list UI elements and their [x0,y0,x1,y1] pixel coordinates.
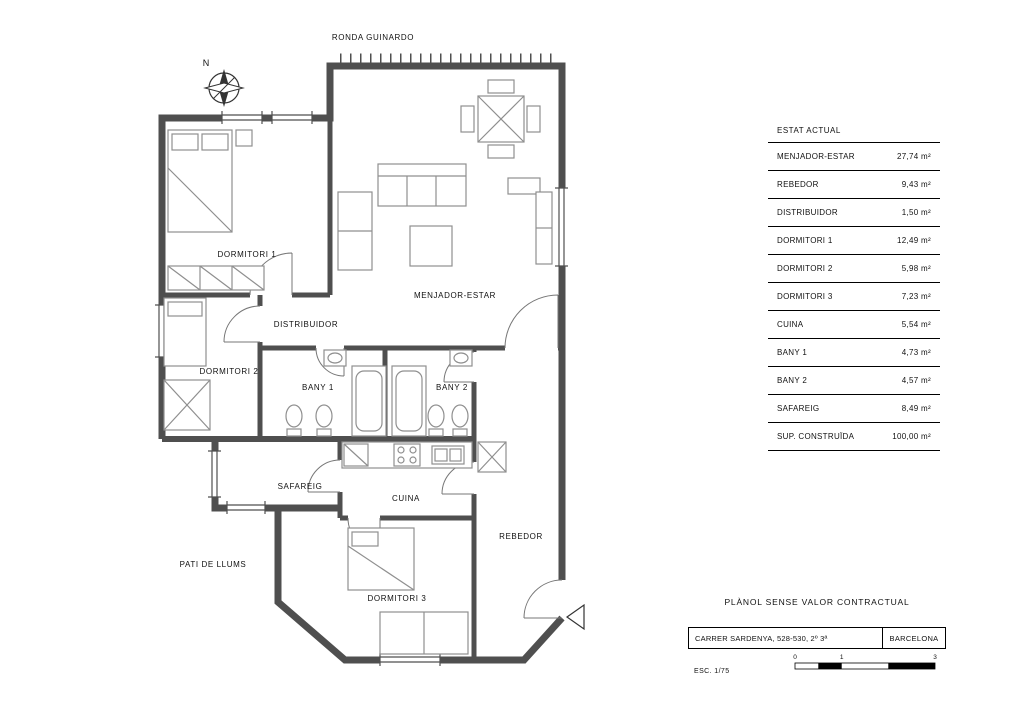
scale-tick-0: 0 [793,654,797,661]
table-row: DORMITORI 2 5,98 m² [768,255,940,283]
room-label-safareig: SAFAREIG [278,482,323,491]
area-table-title: ESTAT ACTUAL [768,118,940,143]
city-text: BARCELONA [882,628,945,648]
table-row: SAFAREIG 8,49 m² [768,395,940,423]
room-label-pati-de-llums: PATI DE LLUMS [180,560,247,569]
title-block: CARRER SARDENYA, 528-530, 2º 3ª BARCELON… [688,627,946,649]
room-label-cuina: CUINA [392,494,420,503]
street-label: RONDA GUINARDO [332,33,414,42]
table-row: MENJADOR-ESTAR 27,74 m² [768,143,940,171]
room-label-menjador-estar: MENJADOR-ESTAR [414,291,496,300]
room-label-bany-1: BANY 1 [302,383,334,392]
room-name: DISTRIBUIDOR [777,208,838,217]
north-label: N [203,58,210,68]
scale-bar: 0 1 3 [793,654,937,670]
north-compass-icon: N [203,58,245,107]
table-row: DORMITORI 1 12,49 m² [768,227,940,255]
room-area: 5,98 m² [901,264,931,273]
room-label-rebedor: REBEDOR [499,532,543,541]
table-row: SUP. CONSTRUÏDA 100,00 m² [768,423,940,451]
interior-walls [162,118,562,660]
room-label-bany-2: BANY 2 [436,383,468,392]
table-row: CUINA 5,54 m² [768,311,940,339]
room-label-distribuidor: DISTRIBUIDOR [274,320,339,329]
area-table: ESTAT ACTUAL MENJADOR-ESTAR 27,74 m² REB… [768,118,940,451]
table-row: DORMITORI 3 7,23 m² [768,283,940,311]
room-label-dormitori-1: DORMITORI 1 [218,250,277,259]
room-name: CUINA [777,320,804,329]
disclaimer-text: PLÀNOL SENSE VALOR CONTRACTUAL [724,597,910,607]
room-area: 4,57 m² [901,376,931,385]
room-area: 7,23 m² [901,292,931,301]
room-name: SUP. CONSTRUÏDA [777,432,855,441]
room-name: DORMITORI 3 [777,292,833,301]
entrance-arrow-icon [565,603,585,631]
windows [155,111,568,666]
room-label-dormitori-3: DORMITORI 3 [368,594,427,603]
room-area: 1,50 m² [901,208,931,217]
room-area: 100,00 m² [892,432,931,441]
room-name: BANY 2 [777,376,808,385]
room-area: 27,74 m² [897,152,931,161]
scale-label: ESC. 1/75 [694,668,730,675]
table-row: BANY 2 4,57 m² [768,367,940,395]
room-name: DORMITORI 1 [777,236,833,245]
scale-tick-1: 1 [840,654,844,661]
furniture [163,79,553,655]
table-row: BANY 1 4,73 m² [768,339,940,367]
room-name: BANY 1 [777,348,808,357]
room-name: REBEDOR [777,180,819,189]
room-area: 12,49 m² [897,236,931,245]
room-label-dormitori-2: DORMITORI 2 [200,367,259,376]
room-area: 5,54 m² [901,320,931,329]
room-area: 9,43 m² [901,180,931,189]
table-row: DISTRIBUIDOR 1,50 m² [768,199,940,227]
room-area: 8,49 m² [901,404,931,413]
room-name: MENJADOR-ESTAR [777,152,855,161]
room-area: 4,73 m² [901,348,931,357]
address-text: CARRER SARDENYA, 528-530, 2º 3ª [695,633,828,643]
scale-tick-3: 3 [933,654,937,661]
room-name: SAFAREIG [777,404,820,413]
room-name: DORMITORI 2 [777,264,833,273]
table-row: REBEDOR 9,43 m² [768,171,940,199]
doors [223,252,563,619]
